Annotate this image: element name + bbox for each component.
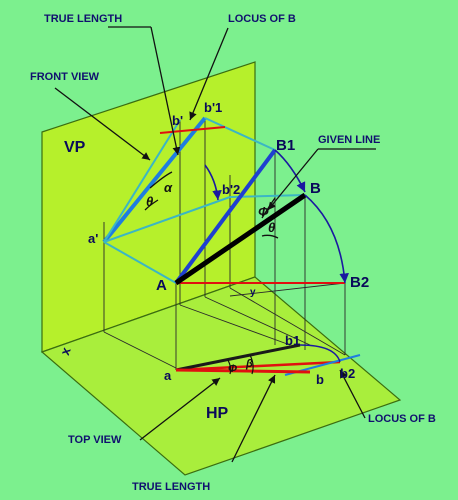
angle-arc-alpha [149, 171, 173, 189]
angle-arc-theta [261, 234, 279, 239]
horizontal-plane [40, 276, 402, 476]
connector-b1-B1 [204, 117, 276, 151]
label-B: B [310, 180, 321, 197]
callout-locus-b-bottom: LOCUS OF B [368, 413, 436, 425]
label-b1-prime: b'1 [204, 100, 222, 115]
locus-b-prime-line [159, 126, 226, 134]
callout-front-view: FRONT VIEW [30, 71, 100, 83]
callout-true-length-top: TRUE LENGTH [44, 13, 122, 25]
connector-a-A [103, 241, 177, 284]
leader-true-length-top-2 [150, 26, 181, 156]
top-view-lines [175, 343, 361, 376]
given-line [174, 192, 307, 286]
top-view-true-length [175, 368, 311, 374]
front-view-a-b2 [103, 196, 231, 243]
callout-leaders [54, 26, 376, 463]
rotation-arc [304, 194, 349, 284]
callout-locus-b-top: LOCUS OF B [228, 13, 296, 25]
angle-arc-phi-top [227, 359, 232, 375]
leader-given-line-2 [267, 148, 319, 211]
label-b2-prime: b'2 [222, 182, 240, 197]
callout-true-length-bottom: TRUE LENGTH [132, 481, 210, 493]
true-length-A-B1 [174, 148, 277, 285]
leader-top-view [139, 377, 221, 441]
angle-phi-label: Φ [258, 204, 269, 219]
leader-front-view [54, 87, 151, 161]
label-b: b [316, 372, 324, 387]
label-b2: b2 [340, 366, 355, 381]
angle-phi-top-label: Φ [228, 363, 237, 375]
angle-alpha-label: α [164, 180, 173, 195]
label-A: A [156, 277, 167, 294]
leader-true-length-bottom [231, 374, 276, 463]
angle-theta-label: θ [268, 220, 275, 235]
top-view-a-b1 [175, 343, 301, 372]
angle-beta-top-label: β [245, 358, 253, 370]
rotation-arc-front [204, 164, 222, 201]
front-view-true-length [102, 116, 207, 244]
plane-label-hp: HP [206, 405, 229, 422]
label-b-prime: b' [172, 113, 183, 128]
callout-top-view: TOP VIEW [68, 434, 122, 446]
label-B2: B2 [350, 274, 369, 291]
axis-label-y: y [250, 287, 256, 298]
angle-theta-front-label: θ [146, 194, 153, 209]
rotation-arc-b1 [274, 149, 306, 193]
angle-arc-beta-top [249, 354, 254, 375]
top-view-arc [299, 344, 341, 363]
label-a-prime: a' [88, 231, 98, 246]
leader-locus-b-top [189, 27, 229, 121]
label-b1: b1 [285, 333, 300, 348]
front-view-lines [102, 116, 345, 285]
top-view-red-line [175, 360, 341, 372]
angle-arc-theta-front [144, 199, 159, 211]
front-view-a-b [103, 119, 181, 243]
callout-given-line: GIVEN LINE [318, 134, 380, 146]
label-a: a [164, 368, 172, 383]
leader-locus-b-bottom [339, 369, 366, 419]
plane-label-vp: VP [64, 139, 86, 156]
label-B1: B1 [276, 137, 295, 154]
hp-reference-lines [103, 150, 346, 370]
